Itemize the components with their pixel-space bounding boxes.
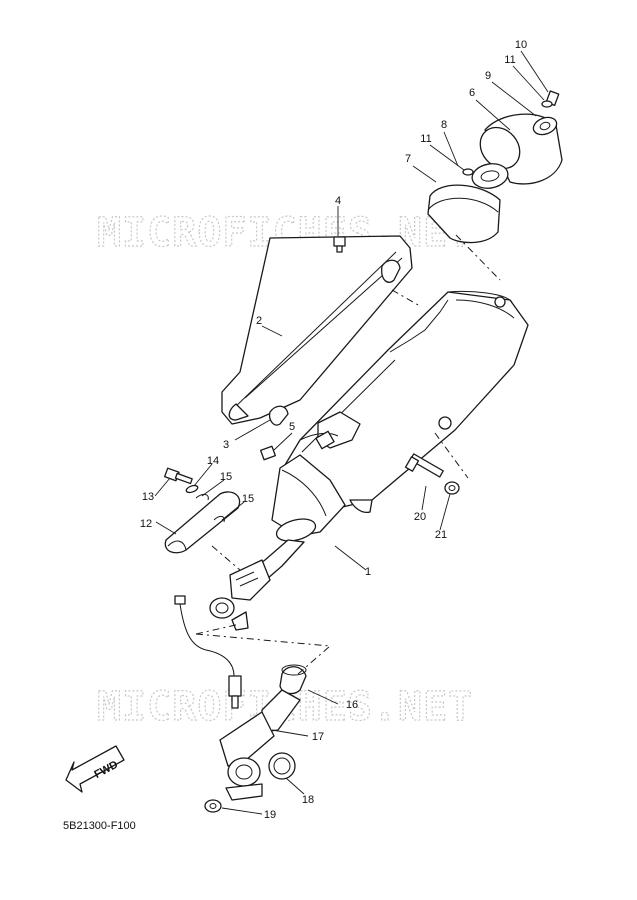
bolt-20 [404, 453, 444, 478]
callout-13: 13 [142, 491, 154, 503]
callout-20: 20 [414, 511, 426, 523]
bolt-4 [333, 236, 346, 253]
gasket-8 [471, 163, 509, 189]
muffler-body [244, 290, 529, 586]
callout-12: 12 [140, 518, 152, 530]
o2-sensor [174, 595, 242, 709]
callout-9: 9 [485, 70, 491, 82]
heat-protector [221, 235, 413, 426]
nut-19 [204, 799, 222, 813]
callout-8: 8 [441, 119, 447, 131]
document-code: 5B21300-F100 [63, 820, 136, 832]
callout-16: 16 [346, 699, 358, 711]
callouts: 1 2 3 4 5 6 7 8 9 10 11 11 12 13 14 15 1… [140, 39, 527, 821]
assembly-lines [195, 234, 501, 675]
pipe-17 [219, 689, 301, 801]
callout-11-top: 11 [504, 54, 515, 66]
fwd-direction-arrow: FWD [65, 745, 125, 793]
callout-11-mid: 11 [420, 133, 431, 145]
callout-18: 18 [302, 794, 314, 806]
washer-21 [444, 481, 460, 495]
callout-2: 2 [256, 315, 262, 327]
leader-lines [154, 50, 549, 815]
callout-10: 10 [515, 39, 527, 51]
washer-14 [185, 484, 199, 494]
callout-17: 17 [312, 731, 324, 743]
callout-7: 7 [405, 153, 411, 165]
gasket-9 [532, 116, 558, 136]
callout-14: 14 [207, 455, 219, 467]
washer-11-top [541, 100, 553, 108]
exhaust-pipe [209, 559, 271, 631]
pipe-protector-12 [164, 491, 241, 554]
washer-11-mid [462, 168, 474, 176]
gasket-18 [268, 752, 296, 780]
callout-5: 5 [289, 421, 295, 433]
bolt-13 [164, 467, 193, 485]
callout-6: 6 [469, 87, 475, 99]
cover-ring-7 [427, 184, 501, 244]
clamp-15 [195, 493, 225, 523]
callout-4: 4 [335, 195, 341, 207]
callout-15-bottom: 15 [242, 493, 254, 505]
callout-15-top: 15 [220, 471, 232, 483]
bolt-5 [260, 445, 276, 461]
callout-21: 21 [435, 529, 447, 541]
callout-1: 1 [365, 566, 371, 578]
callout-3: 3 [223, 439, 229, 451]
callout-19: 19 [264, 809, 276, 821]
